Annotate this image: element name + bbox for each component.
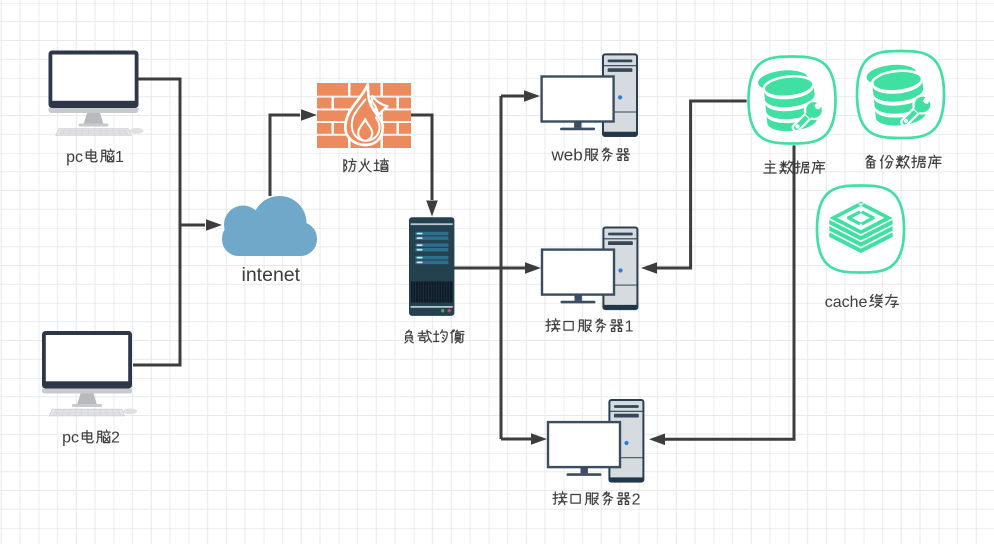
svg-text:1: 1	[115, 149, 124, 166]
svg-text:intenet: intenet	[242, 264, 301, 286]
svg-text:web: web	[551, 146, 583, 165]
svg-text:2: 2	[632, 492, 641, 509]
svg-text:pc: pc	[66, 149, 83, 166]
svg-text:pc: pc	[62, 430, 79, 447]
svg-text:cache: cache	[825, 294, 868, 311]
svg-text:2: 2	[111, 430, 120, 447]
svg-text:1: 1	[625, 319, 634, 336]
